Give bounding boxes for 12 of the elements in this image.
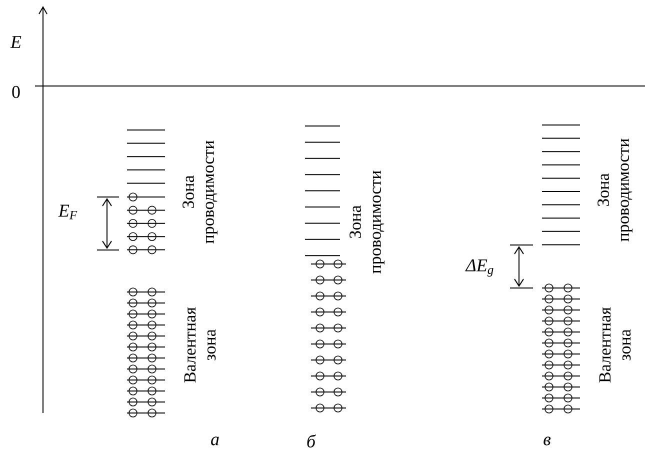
italic-label: E$_{F}$ <box>58 204 78 220</box>
band-label: Валентная зона <box>599 307 631 383</box>
band-label: Зона проводимости <box>350 170 384 274</box>
italic-label: а <box>211 436 219 446</box>
italic-label: ΔE$_{g}$ <box>465 259 494 277</box>
band-label: Валентная зона <box>184 307 216 383</box>
axis-label: 0 <box>12 86 20 98</box>
italic-label: в <box>544 436 551 446</box>
band-label: Зона проводимости <box>182 140 218 244</box>
band-label: Зона проводимости <box>598 138 632 242</box>
italic-label: E <box>10 36 22 48</box>
italic-label: б <box>307 434 316 448</box>
